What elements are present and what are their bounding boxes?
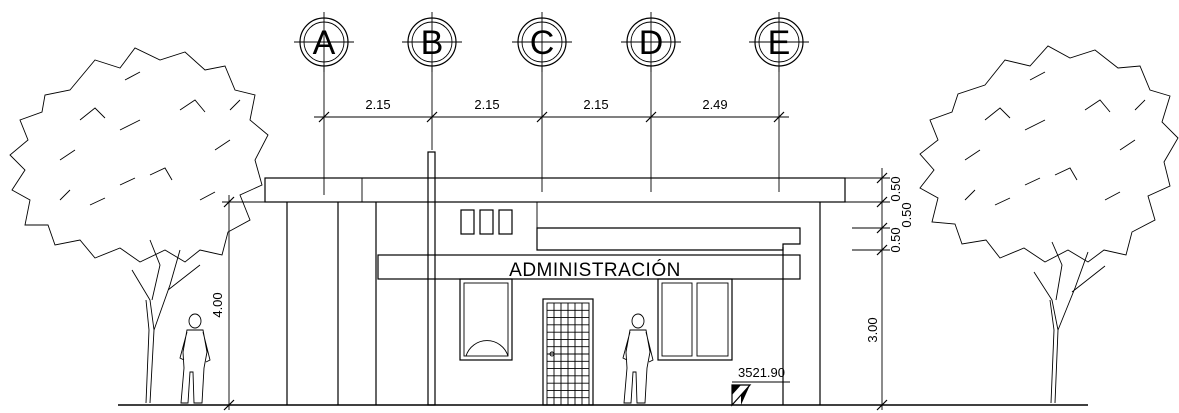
dimension-label-stack-2: 0.50 xyxy=(899,202,914,227)
axis-bubble-e: E xyxy=(749,12,809,72)
axis-bubble-c: C xyxy=(512,12,572,72)
elevation-level-label: 3521.90 xyxy=(738,365,785,380)
vent-window-3 xyxy=(498,209,513,235)
right-tree xyxy=(919,45,1179,404)
dimension-label-stack-1: 0.50 xyxy=(888,176,903,201)
roof-slab xyxy=(264,177,846,203)
axis-bubble-b: B xyxy=(402,12,462,72)
axis-label-b: B xyxy=(421,24,444,62)
person-figure-right xyxy=(622,313,654,404)
axis-label-c: C xyxy=(530,24,555,62)
axis-bubble-a: A xyxy=(294,12,354,72)
person-figure-left xyxy=(179,313,211,404)
dimension-label-wall-height: 3.00 xyxy=(865,317,880,342)
dimension-label-stack-3: 0.50 xyxy=(888,227,903,252)
axis-label-a: A xyxy=(313,24,336,62)
left-tree xyxy=(9,47,269,404)
dimension-label-c-d: 2.15 xyxy=(583,97,608,112)
dimension-label-total-height: 4.00 xyxy=(210,292,225,317)
vertical-dimension-stack: 0.50 0.50 0.50 3.00 xyxy=(845,168,914,411)
elevation-level-marker: 3521.90 xyxy=(731,365,790,407)
canopy xyxy=(536,227,801,251)
building-elevation: ADMINISTRACIÓN xyxy=(264,151,846,406)
vertical-dimension-total: 4.00 xyxy=(210,195,265,411)
dimension-label-a-b: 2.15 xyxy=(365,97,390,112)
building-sign-text: ADMINISTRACIÓN xyxy=(509,259,681,281)
right-window xyxy=(657,278,733,361)
axis-lines xyxy=(323,66,780,195)
axis-label-e: E xyxy=(768,24,791,62)
axis-label-d: D xyxy=(639,24,664,62)
axis-bubble-d: D xyxy=(621,12,681,72)
entrance-door xyxy=(542,298,594,406)
left-window xyxy=(459,278,513,361)
vent-window-1 xyxy=(460,209,475,235)
horizontal-dimension-line: 2.15 2.15 2.15 2.49 xyxy=(314,97,789,123)
dimension-label-d-e: 2.49 xyxy=(702,97,727,112)
sign-band xyxy=(377,254,801,280)
vent-window-2 xyxy=(479,209,494,235)
dimension-label-b-c: 2.15 xyxy=(474,97,499,112)
